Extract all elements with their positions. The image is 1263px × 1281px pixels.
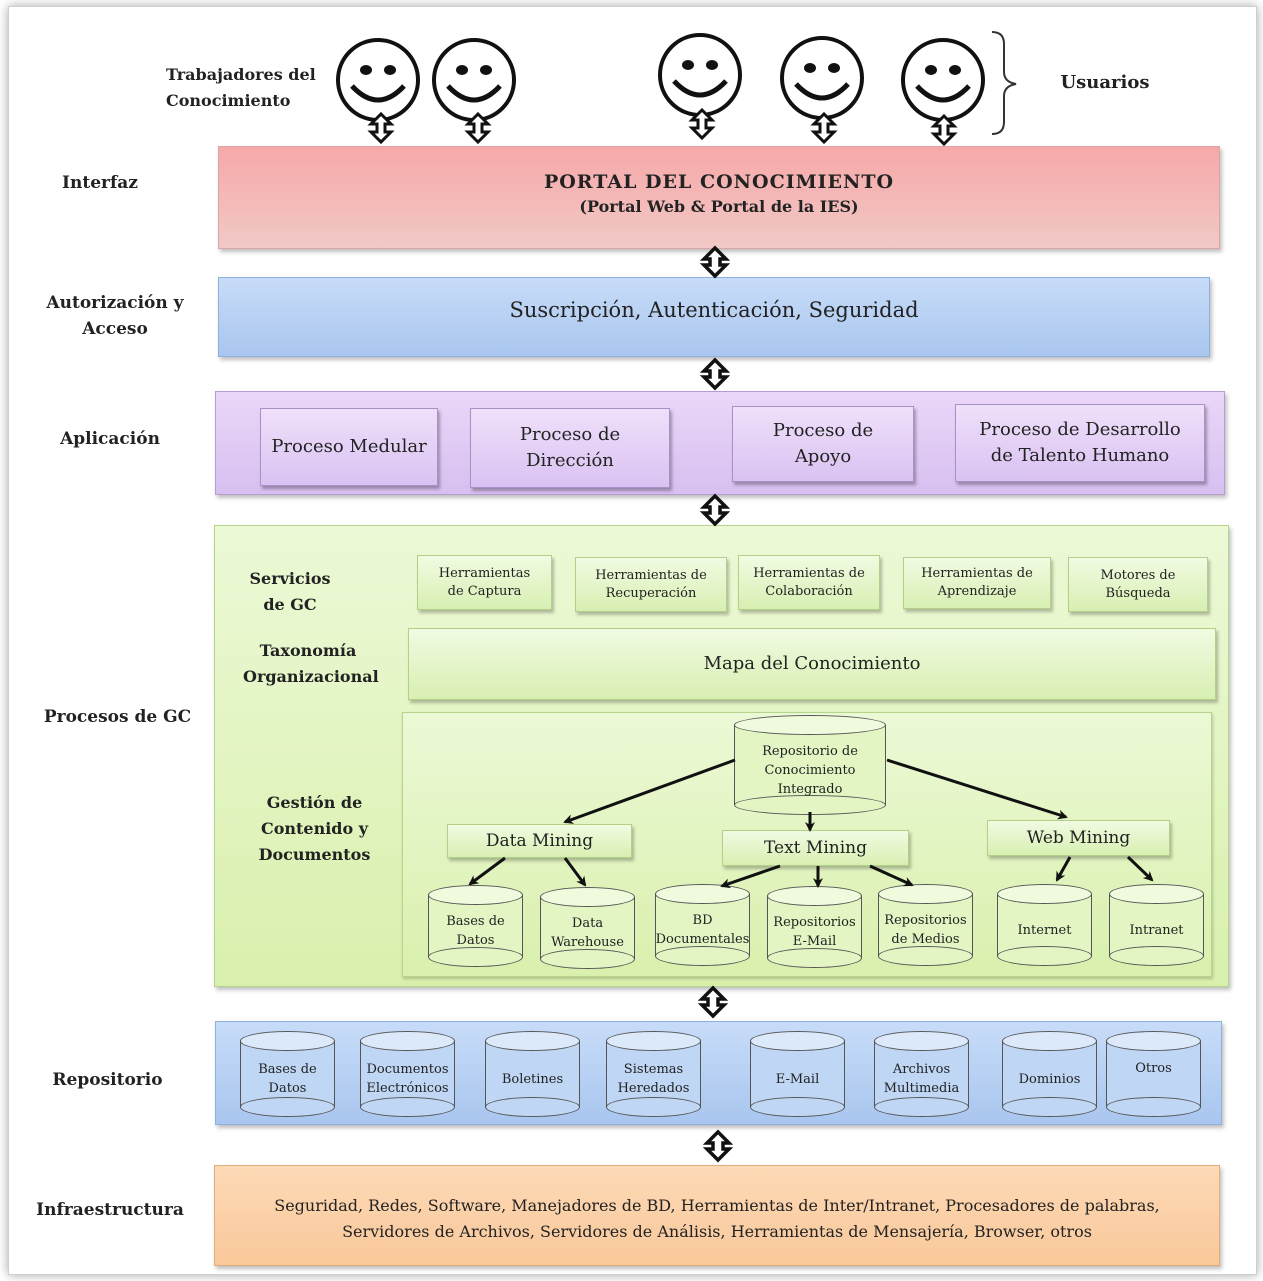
source-cylinder-bd-documentales: BD Documentales: [655, 884, 750, 966]
repo-cylinder-boletines: Boletines: [485, 1031, 580, 1117]
double-arrow-icon: [699, 357, 731, 391]
double-arrow-icon: [930, 113, 958, 147]
service-box-aprendizaje: Herramientas de Aprendizaje: [903, 557, 1051, 609]
double-arrow-icon: [702, 1129, 734, 1163]
source-cylinder-repositorios-medios: Repositorios de Medios: [878, 884, 973, 966]
arrow-to-data-mining: [563, 758, 736, 824]
repo-cylinder-bases-datos: Bases de Datos: [240, 1031, 335, 1117]
service-box-recuperacion: Herramientas de Recuperación: [575, 557, 727, 612]
arrow-wm-internet: [1055, 856, 1072, 882]
application-box-apoyo: Proceso de Apoyo: [732, 406, 914, 482]
smiley-face-icon: [780, 36, 864, 120]
double-arrow-icon: [367, 111, 395, 145]
double-arrow-icon: [464, 111, 492, 145]
layer-label-infraestructura: Infraestructura: [36, 1200, 184, 1220]
layer-label-autorizacion: Autorización y Acceso: [46, 293, 184, 339]
smiley-face-icon: [658, 33, 742, 117]
infra-line-2: Servidores de Archivos, Servidores de An…: [342, 1222, 1092, 1241]
workers-label: Trabajadores del Conocimiento: [166, 65, 316, 110]
double-arrow-icon: [699, 493, 731, 527]
auth-text: Suscripción, Autenticación, Seguridad: [509, 298, 919, 322]
portal-title: PORTAL DEL CONOCIMIENTO: [543, 171, 895, 193]
repo-cylinder-multimedia: Archivos Multimedia: [874, 1031, 969, 1117]
data-mining-box: Data Mining: [447, 824, 632, 858]
source-cylinder-bases-datos: Bases de Datos: [428, 885, 523, 967]
arrow-dm-bases: [468, 856, 506, 886]
repo-cylinder-sistemas-heredados: Sistemas Heredados: [606, 1031, 701, 1117]
integrated-repository-cylinder: Repositorio de Conocimiento Integrado: [734, 715, 886, 815]
double-arrow-icon: [699, 245, 731, 279]
source-cylinder-internet: Internet: [997, 884, 1092, 966]
smiley-face-icon: [901, 38, 985, 122]
arrow-wm-intranet: [1126, 855, 1154, 882]
service-box-motores: Motores de Búsqueda: [1068, 557, 1208, 612]
double-arrow-icon: [697, 985, 729, 1019]
service-box-captura: Herramientas de Captura: [417, 555, 552, 610]
double-arrow-icon: [688, 107, 716, 141]
web-mining-box: Web Mining: [987, 820, 1170, 856]
repo-cylinder-email: E-Mail: [750, 1031, 845, 1117]
repo-cylinder-documentos: Documentos Electrónicos: [360, 1031, 455, 1117]
smiley-face-icon: [336, 38, 420, 122]
arrow-to-web-mining: [886, 758, 1068, 820]
users-label: Usuarios: [1060, 72, 1150, 93]
layer-label-repositorio: Repositorio: [52, 1070, 163, 1090]
gestion-label: Gestión de Contenido y Documentos: [258, 793, 371, 864]
source-cylinder-intranet: Intranet: [1109, 884, 1204, 966]
infrastructure-band: Seguridad, Redes, Software, Manejadores …: [214, 1165, 1220, 1266]
application-box-talento: Proceso de Desarrollo de Talento Humano: [955, 404, 1205, 482]
arrow-tm-bd: [720, 864, 781, 889]
layer-label-aplicacion: Aplicación: [60, 429, 160, 449]
servicios-label: Servicios de GC: [249, 569, 331, 614]
source-cylinder-repositorios-email: Repositorios E-Mail: [767, 886, 862, 968]
arrow-dm-warehouse: [563, 857, 587, 887]
smiley-face-icon: [432, 38, 516, 122]
application-box-medular: Proceso Medular: [260, 408, 438, 486]
application-box-direccion: Proceso de Dirección: [470, 408, 670, 488]
source-cylinder-data-warehouse: Data Warehouse: [540, 887, 635, 969]
taxonomia-label: Taxonomía Organizacional: [243, 641, 379, 686]
repo-cylinder-dominios: Dominios: [1002, 1031, 1097, 1117]
portal-subtitle: (Portal Web & Portal de la IES): [579, 197, 859, 216]
auth-band: Suscripción, Autenticación, Seguridad: [218, 277, 1210, 357]
users-bracket: [991, 31, 1017, 135]
layer-label-procesos: Procesos de GC: [43, 707, 192, 727]
knowledge-map-box: Mapa del Conocimiento: [408, 628, 1216, 700]
double-arrow-icon: [810, 111, 838, 145]
infra-line-1: Seguridad, Redes, Software, Manejadores …: [274, 1196, 1160, 1215]
repo-cylinder-otros: Otros: [1106, 1031, 1201, 1117]
text-mining-box: Text Mining: [722, 830, 909, 866]
arrow-tm-medios: [869, 864, 914, 887]
layer-label-interfaz: Interfaz: [62, 173, 138, 193]
portal-band: PORTAL DEL CONOCIMIENTO (Portal Web & Po…: [218, 146, 1220, 249]
service-box-colaboracion: Herramientas de Colaboración: [738, 555, 880, 610]
